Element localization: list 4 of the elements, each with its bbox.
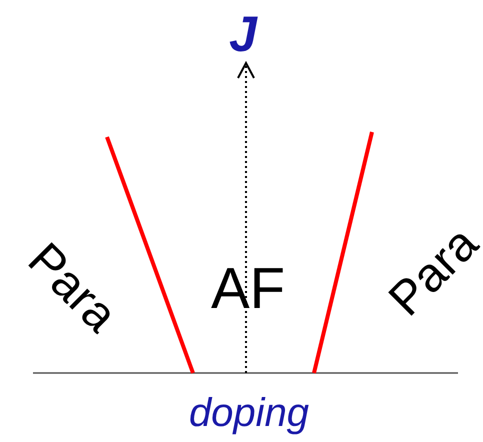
axis-label: doping [188,393,310,433]
phase-label: Para [381,219,483,325]
phase-label: AF [210,260,286,318]
axis-label: J [229,9,257,59]
